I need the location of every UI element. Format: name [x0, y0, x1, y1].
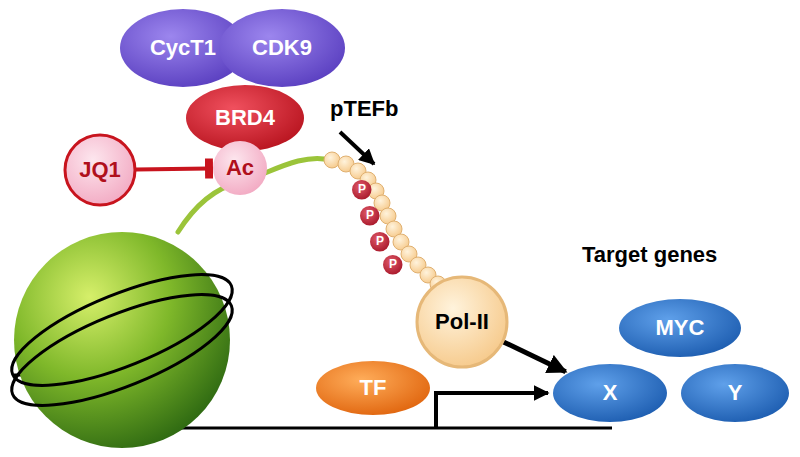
dna-wrap	[0, 272, 245, 427]
inhibition-line	[136, 168, 209, 169]
dna-wrap	[0, 252, 245, 407]
node-text: BRD4	[215, 106, 275, 130]
node-text: JQ1	[79, 158, 121, 182]
section-label: Target genes	[582, 242, 717, 268]
node-text: Y	[728, 381, 743, 405]
gene-oval: Y	[680, 363, 790, 423]
node-text: P	[358, 183, 366, 196]
complex-label: pTEFb	[330, 96, 398, 122]
node-text: Pol-II	[435, 310, 489, 334]
activation-arrow	[503, 342, 565, 372]
node-text: X	[603, 381, 618, 405]
phosphate-dot: P	[351, 179, 372, 200]
node-text: Ac	[226, 156, 254, 180]
node-text: MYC	[656, 316, 705, 340]
ctd-chain	[324, 152, 446, 292]
phosphorylation-arrow	[340, 132, 374, 164]
dna-line	[160, 427, 612, 430]
kinase-oval: CDK9	[218, 8, 346, 88]
node-text: P	[376, 235, 384, 248]
node-text: P	[366, 209, 374, 222]
inhibitor-circle: JQ1	[64, 134, 136, 206]
phosphate-dot: P	[369, 231, 390, 252]
tf-oval: TF	[315, 360, 431, 416]
gene-oval: MYC	[618, 298, 742, 358]
phosphate-dot: P	[382, 254, 403, 275]
node-text: CDK9	[252, 36, 312, 60]
nucleosome	[14, 232, 230, 448]
node-text: CycT1	[150, 36, 216, 60]
phosphate-dot: P	[359, 205, 380, 226]
node-text: P	[389, 258, 397, 271]
acetyl-circle: Ac	[212, 140, 268, 196]
gene-oval: X	[552, 363, 668, 423]
promoter-arrow	[436, 393, 548, 428]
polymerase-circle: Pol-II	[416, 276, 508, 368]
ctd-bead	[324, 152, 340, 168]
node-text: TF	[360, 376, 387, 400]
